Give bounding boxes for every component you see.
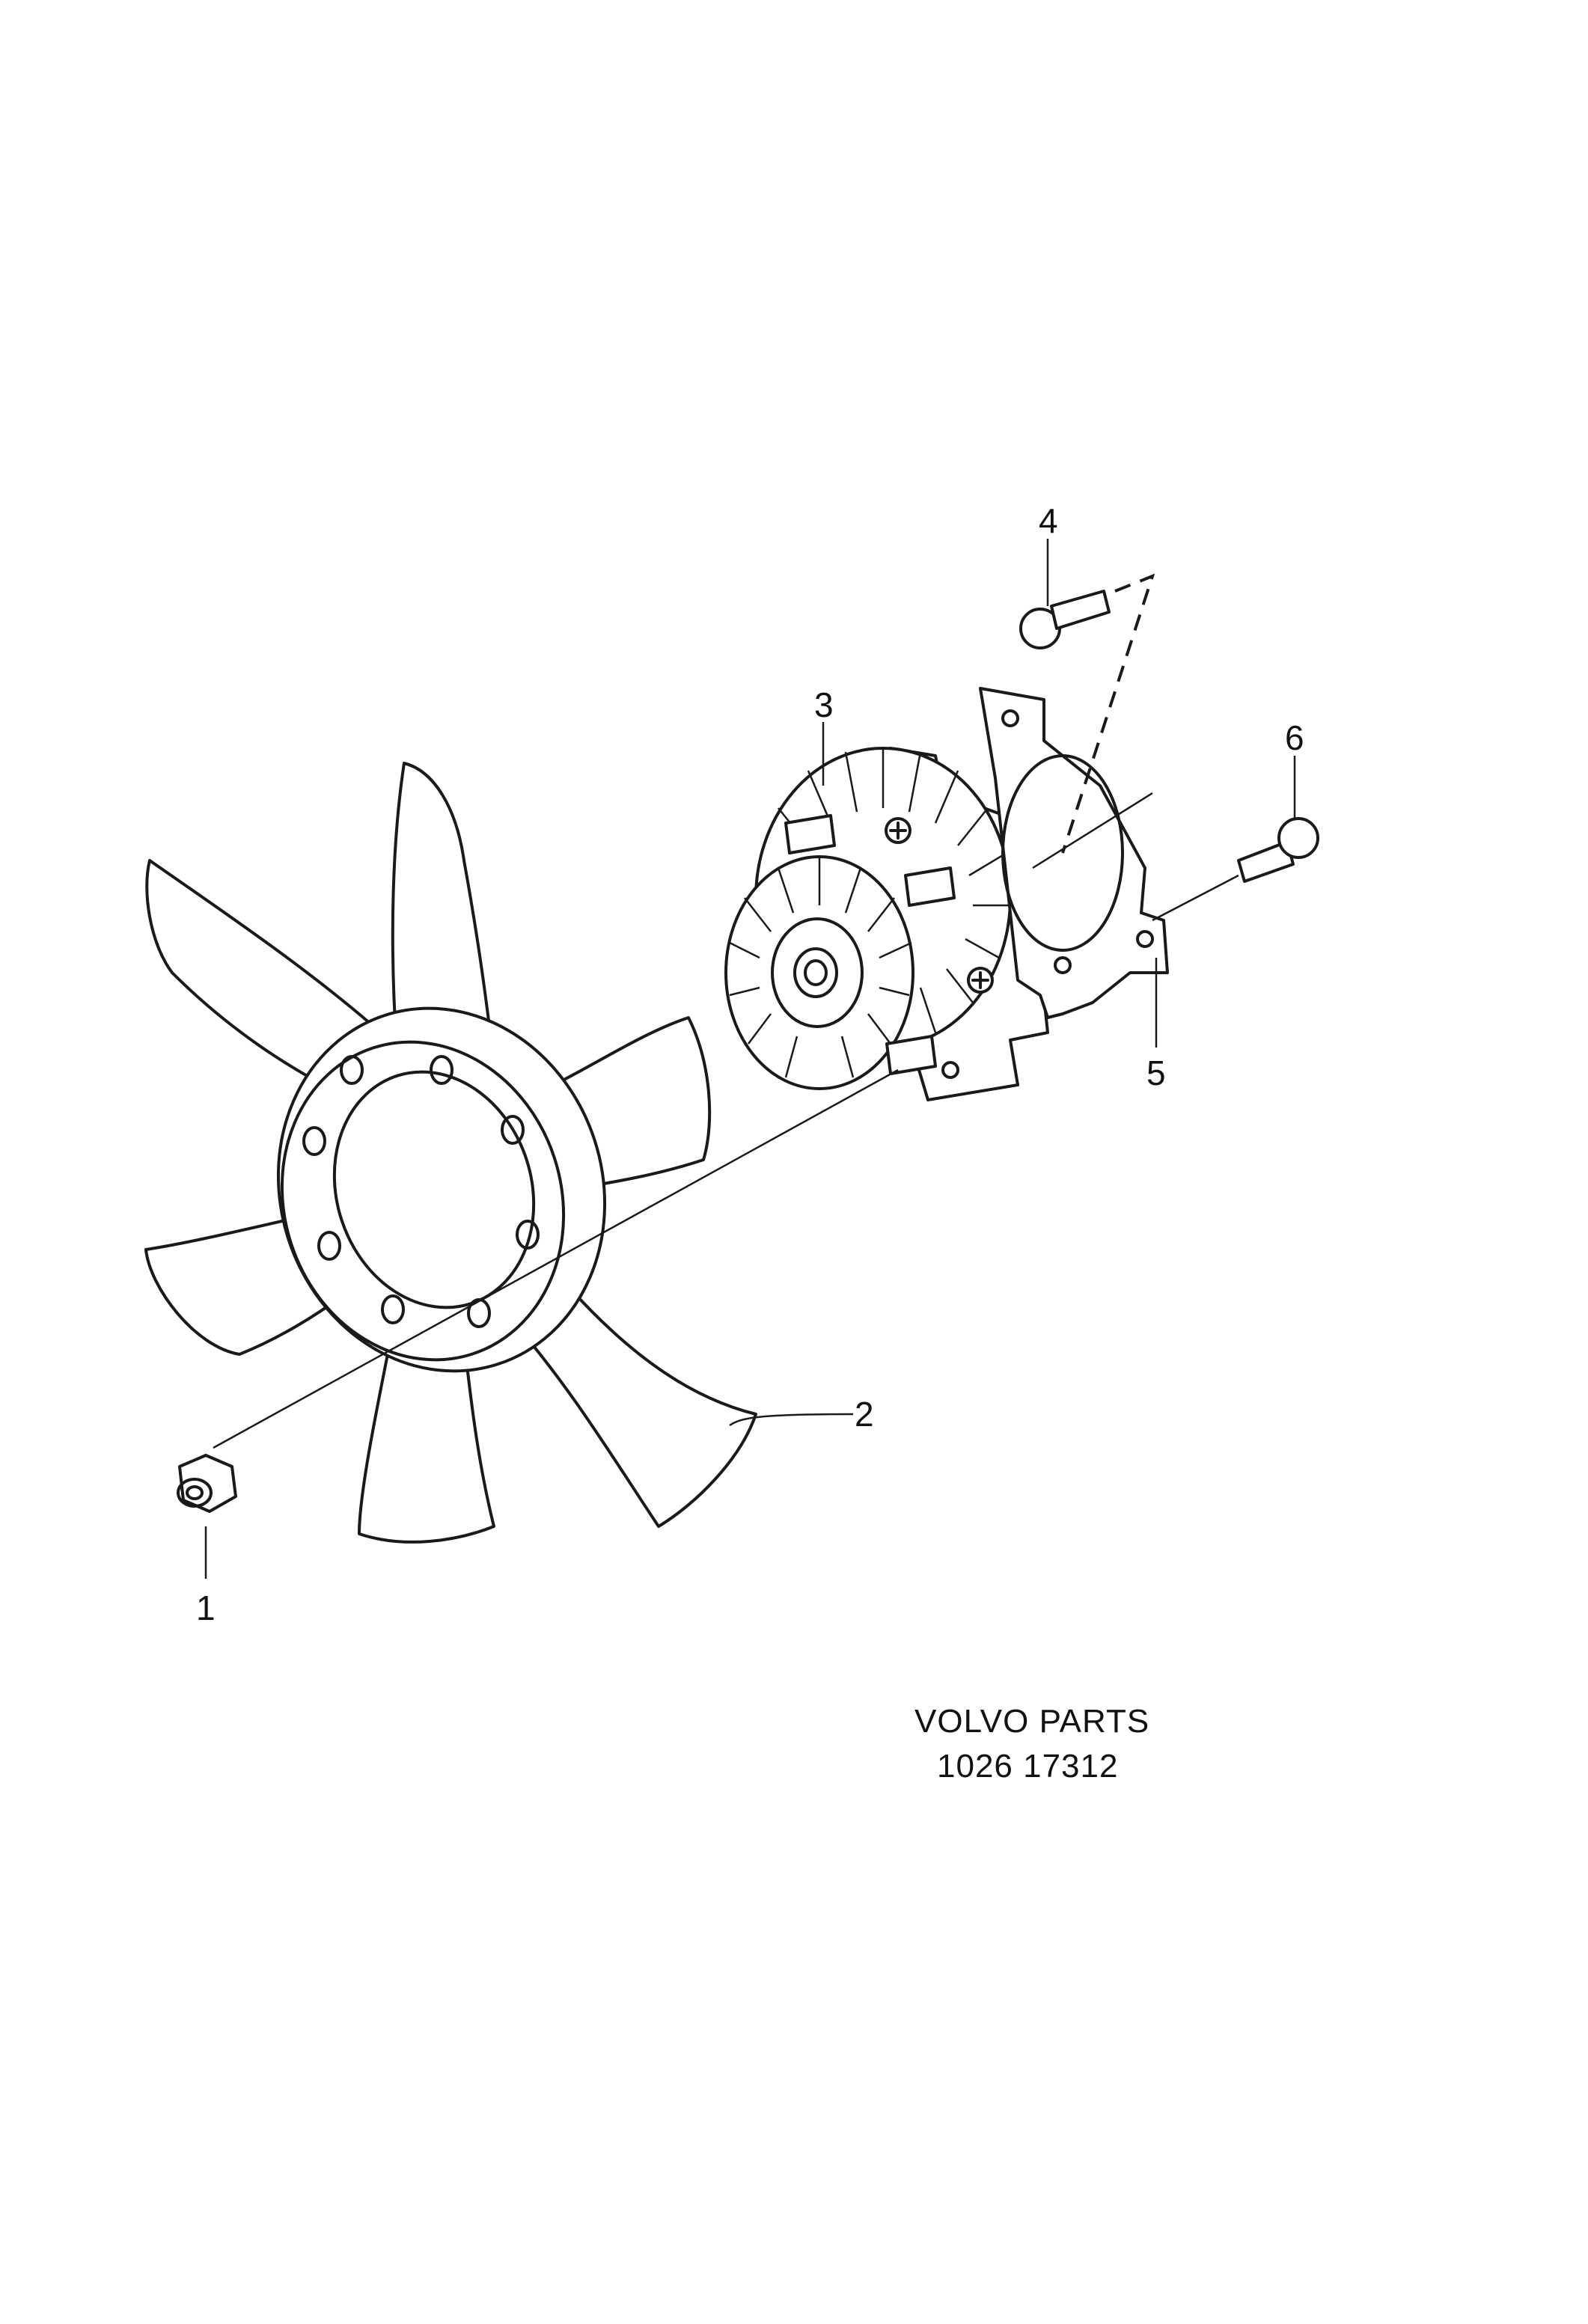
callout-4: 4 <box>1039 501 1058 540</box>
clutch-fins <box>778 748 1010 1033</box>
fan-blade-lower-right <box>507 1285 757 1528</box>
caption-number: 1026 17312 <box>937 1748 1118 1785</box>
callout-numbers: 1 2 3 4 5 6 <box>196 501 1304 1627</box>
callout-2: 2 <box>855 1395 874 1434</box>
fan-blade-upper-left <box>145 859 391 1101</box>
callout-6: 6 <box>1285 718 1304 757</box>
fan-blade-top <box>391 762 492 1049</box>
leader-lines <box>204 539 1296 1579</box>
fan-nut <box>177 1454 237 1513</box>
parts-caption: VOLVO PARTS 1026 17312 <box>914 1703 1149 1785</box>
clutch-front-fins <box>729 857 912 1078</box>
bracket-plate <box>979 687 1169 1019</box>
callout-3: 3 <box>814 685 834 724</box>
cooling-fan <box>144 762 757 1544</box>
clutch-screws <box>885 817 994 994</box>
caption-title: VOLVO PARTS <box>914 1703 1149 1740</box>
clutch-center-hub <box>771 917 864 1028</box>
clutch-studs <box>784 814 956 1075</box>
fan-blade-bottom <box>358 1338 495 1544</box>
callout-5: 5 <box>1146 1054 1166 1092</box>
mounting-bracket <box>979 687 1169 1019</box>
callout-1: 1 <box>196 1588 216 1627</box>
bolt-6 <box>1237 817 1319 883</box>
fan-bolt-holes <box>302 1055 540 1328</box>
bolt-4 <box>1019 590 1111 649</box>
